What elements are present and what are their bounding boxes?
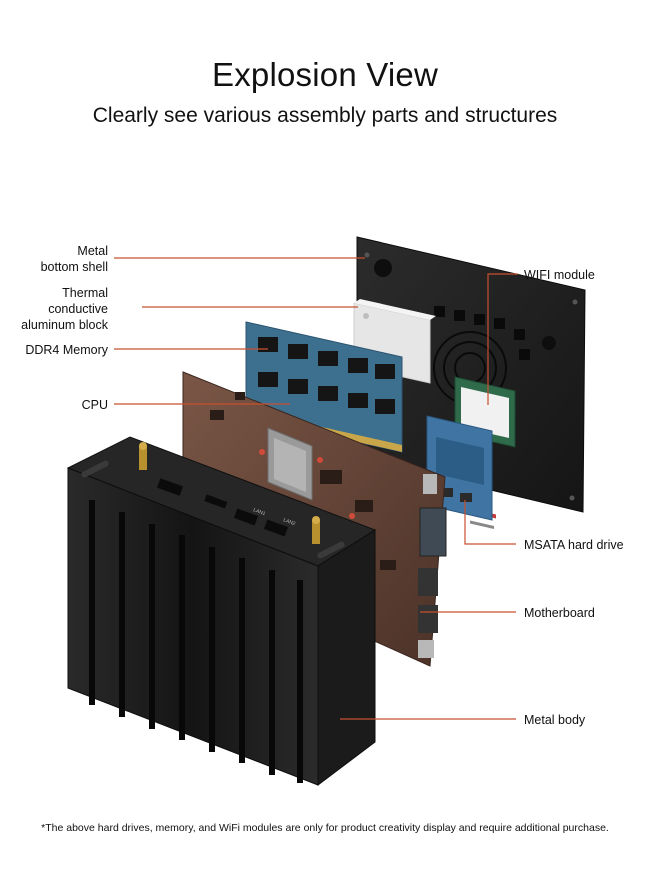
fan-grille [433,306,530,405]
label-thermal-block-text: Thermal conductive aluminum block [21,286,108,332]
antenna-connector-right [312,516,320,544]
lan2-port-label: LAN2 [282,517,296,527]
page-title: Explosion View [212,56,438,93]
page-subtitle: Clearly see various assembly parts and s… [92,104,558,127]
label-motherboard: Motherboard [524,606,595,620]
antenna-connector-left [139,442,147,470]
label-metal-bottom-shell: Metal bottom shell [0,243,108,275]
leader-lines [114,257,518,720]
msata-hard-drive [426,415,493,521]
metal-body: LAN1 LAN2 [66,436,377,787]
cpu [267,427,313,501]
metal-bottom-shell [356,236,586,513]
label-wifi-module: WIFI module [524,268,595,282]
footnote: *The above hard drives, memory, and WiFi… [41,822,609,834]
lan1-port-label: LAN1 [252,507,266,517]
label-ddr4-memory: DDR4 Memory [25,343,108,357]
label-cpu: CPU [81,398,108,412]
label-metal-body: Metal body [524,713,586,727]
label-msata-drive: MSATA hard drive [524,538,624,552]
label-thermal-block: Thermal conductive aluminum block [0,285,108,333]
label-metal-bottom-shell-line1: Metal bottom shell [40,244,108,274]
